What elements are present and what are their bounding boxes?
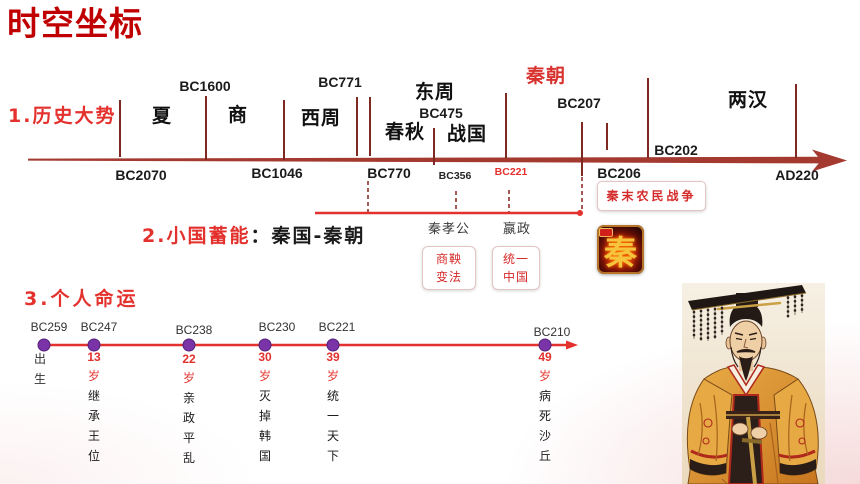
ruler-name-ying-zheng: 嬴政 xyxy=(502,222,532,237)
milestone-age: 30 xyxy=(258,350,272,364)
milestone-age-unit: 岁 xyxy=(258,369,271,383)
date-bc202: BC202 xyxy=(654,142,698,158)
reference-dashes xyxy=(367,177,583,212)
milestone-event-text: 亲政平乱 xyxy=(182,391,195,465)
event-box-peasant-war: 秦末农民战争 xyxy=(597,181,706,211)
period-boundary-ticks xyxy=(119,78,797,176)
crown-front-strands xyxy=(692,306,724,343)
qin-shi-huang-portrait xyxy=(682,283,825,484)
qin-state-line xyxy=(315,210,583,216)
ruler-name-duke-xiao: 秦孝公 xyxy=(427,222,471,237)
milestone-event-text: 统一天下 xyxy=(326,389,339,463)
main-timeline-shaft xyxy=(28,156,822,164)
emblem-character: 秦 xyxy=(604,232,637,272)
crown xyxy=(688,285,807,327)
date-bc770: BC770 xyxy=(367,165,411,181)
history-section-label: 1.历史大势 xyxy=(8,105,117,127)
date-bc207: BC207 xyxy=(557,95,601,111)
milestone-age-unit: 岁 xyxy=(87,369,100,383)
milestone-birth: 出生 xyxy=(27,349,53,389)
date-bc475: BC475 xyxy=(419,105,463,121)
robe xyxy=(686,366,819,484)
milestone-age-unit: 岁 xyxy=(326,369,339,383)
milestone-dots xyxy=(37,338,552,352)
milestone-event-text: 病死沙丘 xyxy=(538,389,551,463)
milestone-succession: 13 岁 继承王位 xyxy=(81,348,107,466)
date-bc2070: BC2070 xyxy=(115,167,167,183)
milestone-year-bc221: BC221 xyxy=(318,320,356,334)
main-timeline-arrowhead xyxy=(812,149,847,172)
milestone-unification: 39 岁 统一天下 xyxy=(320,348,346,466)
milestone-dot-bc238 xyxy=(182,338,196,352)
milestone-dot-bc247 xyxy=(87,338,101,352)
milestone-event-text: 出生 xyxy=(33,352,46,386)
date-bc1046: BC1046 xyxy=(251,165,303,181)
period-eastern-zhou: 东周 xyxy=(414,81,456,103)
milestone-age: 13 xyxy=(87,350,101,364)
milestone-age-unit: 岁 xyxy=(538,369,551,383)
milestone-year-bc230: BC230 xyxy=(258,320,296,334)
date-bc1600: BC1600 xyxy=(179,78,231,94)
milestone-age-unit: 岁 xyxy=(182,371,195,385)
main-timeline-arrow xyxy=(28,149,847,172)
milestone-dot-bc230 xyxy=(258,338,272,352)
personal-fate-section-label: 3.个人命运 xyxy=(24,288,139,310)
beard xyxy=(730,346,762,381)
hands-and-sword xyxy=(731,416,768,484)
milestone-year-bc259: BC259 xyxy=(30,320,68,334)
qin-state-end-dot xyxy=(577,210,583,216)
deed-box-shang-yang-reform: 商鞅 变法 xyxy=(422,246,476,290)
period-warring-states: 战国 xyxy=(446,123,488,145)
period-western-zhou: 西周 xyxy=(300,107,342,129)
milestone-year-bc238: BC238 xyxy=(175,323,213,337)
qin-state-label-red: 2.小国蓄能 xyxy=(142,225,251,247)
date-bc221: BC221 xyxy=(494,166,528,178)
milestone-personal-rule: 22 岁 亲政平乱 xyxy=(176,350,202,468)
deed-line: 统一 xyxy=(502,252,529,266)
personal-timeline-arrowhead xyxy=(566,340,578,350)
milestone-dot-bc221 xyxy=(326,338,340,352)
page-title: 时空坐标 xyxy=(7,4,143,43)
period-qin: 秦朝 xyxy=(525,65,567,87)
milestone-event-text: 继承王位 xyxy=(87,389,100,463)
deed-line: 商鞅 xyxy=(435,252,462,266)
emblem-tag xyxy=(600,229,612,236)
date-bc771: BC771 xyxy=(318,74,362,90)
milestone-age: 49 xyxy=(538,350,552,364)
deed-line: 变法 xyxy=(435,270,462,284)
date-bc206: BC206 xyxy=(597,165,641,181)
qin-emblem-icon: 秦 xyxy=(597,225,644,274)
milestone-age: 22 xyxy=(182,352,196,366)
milestone-age: 39 xyxy=(326,350,340,364)
milestone-dot-bc210 xyxy=(538,338,552,352)
milestone-conquer-han: 30 岁 灭掉韩国 xyxy=(252,348,278,466)
milestone-death: 49 岁 病死沙丘 xyxy=(532,348,558,466)
date-bc356: BC356 xyxy=(438,170,472,182)
personal-timeline-arrow xyxy=(44,340,578,350)
period-han: 两汉 xyxy=(727,89,769,111)
qin-state-section-label: 2.小国蓄能：秦国-秦朝 xyxy=(142,225,365,247)
period-spring-autumn: 春秋 xyxy=(384,121,426,143)
milestone-year-bc247: BC247 xyxy=(80,320,118,334)
milestone-event-text: 灭掉韩国 xyxy=(258,389,271,463)
milestone-year-bc210: BC210 xyxy=(533,325,571,339)
deed-line: 中国 xyxy=(502,270,529,284)
qin-state-label-subtitle: ：秦国-秦朝 xyxy=(250,225,366,247)
period-xia: 夏 xyxy=(151,105,173,127)
deed-box-unify-china: 统一 中国 xyxy=(492,246,540,290)
period-shang: 商 xyxy=(227,104,249,126)
date-ad220: AD220 xyxy=(775,167,819,183)
milestone-dot-bc259 xyxy=(37,338,51,352)
